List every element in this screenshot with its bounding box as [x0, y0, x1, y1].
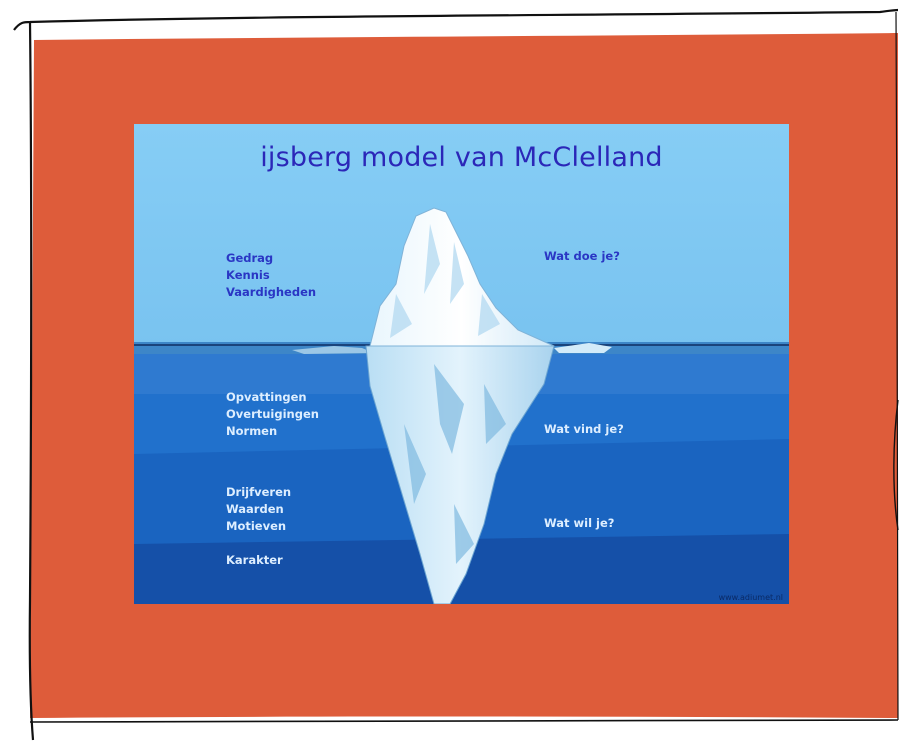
iceberg-tip-shade	[390, 224, 500, 338]
source-credit: www.adiumet.nl	[718, 593, 783, 602]
frame-border-right	[895, 11, 899, 721]
group-beliefs-labels: Opvattingen Overtuigingen Normen	[226, 389, 319, 440]
iceberg-underwater	[365, 345, 555, 604]
label-motieven: Motieven	[226, 519, 287, 533]
label-drijfveren: Drijfveren	[226, 485, 292, 499]
frame-border-left	[28, 21, 35, 741]
frame-border-top	[13, 8, 899, 31]
frame-border-bottom	[29, 719, 899, 724]
slide-title: ijsberg model van McClelland	[260, 142, 663, 173]
frame-border-curl	[893, 399, 899, 531]
question-wat-vind-je: Wat vind je?	[544, 422, 624, 436]
label-opvattingen: Opvattingen	[226, 390, 307, 404]
iceberg-underwater-shade	[404, 364, 506, 564]
label-overtuigingen: Overtuigingen	[226, 407, 319, 421]
ice-floe-right	[554, 343, 612, 353]
iceberg-illustration	[134, 124, 789, 604]
ice-floe-left	[292, 346, 374, 354]
question-wat-doe-je: Wat doe je?	[544, 249, 620, 263]
label-normen: Normen	[226, 424, 278, 438]
label-karakter: Karakter	[226, 553, 283, 567]
label-gedrag: Gedrag	[226, 251, 274, 265]
above-water-left-labels: Gedrag Kennis Vaardigheden	[226, 250, 316, 301]
label-kennis: Kennis	[226, 268, 270, 282]
iceberg-slide: ijsberg model van McClelland Gedrag Kenn…	[134, 124, 789, 604]
question-wat-wil-je: Wat wil je?	[544, 516, 615, 530]
label-waarden: Waarden	[226, 502, 284, 516]
group-motives-labels: Drijfveren Waarden Motieven	[226, 484, 291, 535]
label-vaardigheden: Vaardigheden	[226, 285, 317, 299]
